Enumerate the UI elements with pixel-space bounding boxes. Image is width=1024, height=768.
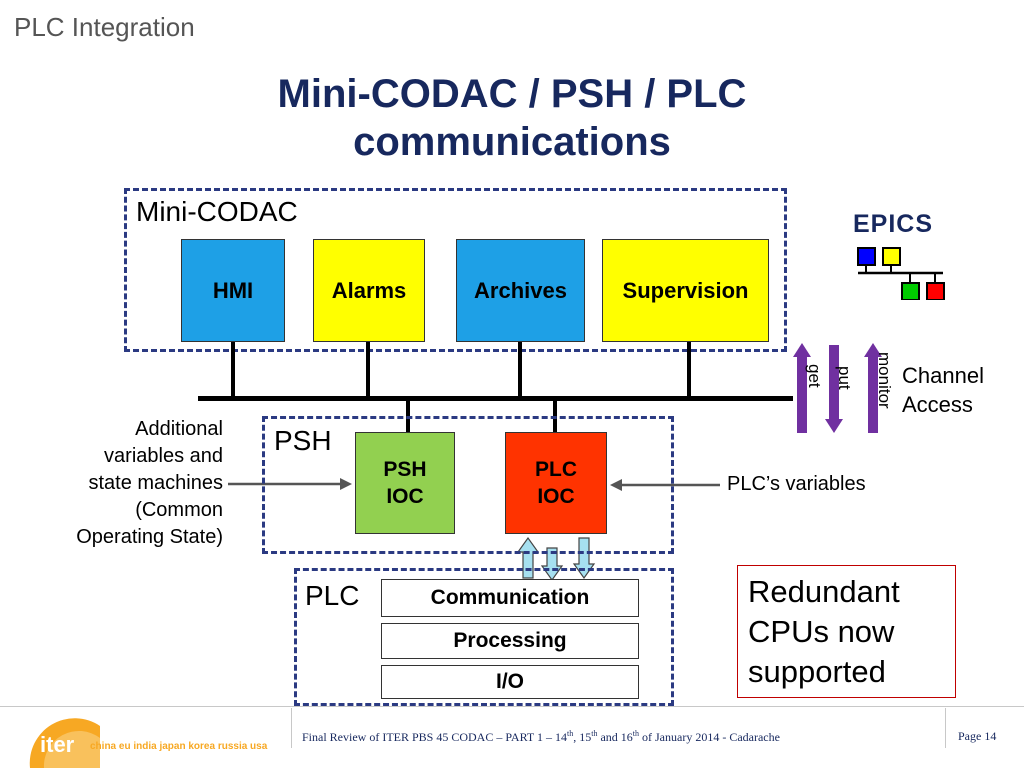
network-bus [198,396,793,401]
iter-logo-text: iter [40,732,75,757]
footer-sup-2: th [591,729,598,738]
additional-line-3: state machines [88,472,223,494]
hmi-module: HMI [181,239,285,342]
psh-ioc-line1: PSH [383,458,427,481]
plc-ioc-line2: IOC [537,485,575,508]
plc-label: PLC [305,580,360,611]
plc-ioc-line1: PLC [535,458,577,481]
processing-layer: Processing [381,623,639,659]
header-title: PLC Integration [14,12,195,42]
io-layer: I/O [381,665,639,699]
alarms-connector [366,342,370,398]
plc-box [294,568,674,706]
plc-variables-note: PLC’s variables [727,473,866,495]
footer-text: Final Review of ITER PBS 45 CODAC – PART… [302,729,780,745]
mini-codac-label: Mini-CODAC [136,196,298,227]
footer-sup-3: th [632,729,640,738]
footer-separator-left [291,708,292,748]
get-label: get [805,364,824,388]
additional-line-2: variables and [104,445,223,467]
archives-connector [518,342,522,398]
supervision-connector [687,342,691,398]
mini-codac-box [124,188,787,352]
slide-title-line1: Mini-CODAC / PSH / PLC [277,72,747,116]
hmi-connector [231,342,235,398]
additional-line-5: Operating State) [76,526,223,548]
footer-text-main: Final Review of ITER PBS 45 CODAC – PART… [302,730,567,744]
additional-arrow-head [340,478,352,490]
plc-ioc-module: PLC IOC [505,432,607,534]
psh-label: PSH [274,425,332,456]
put-label: put [835,366,854,390]
psh-box [262,416,674,554]
monitor-label: monitor [875,352,894,409]
psh-ioc-module: PSH IOC [355,432,455,534]
monitor-arrow-head [864,343,882,357]
iter-logo-icon [29,718,100,768]
communication-layer: Communication [381,579,639,617]
archives-module: Archives [456,239,585,342]
redundant-line-1: Redundant [748,574,900,609]
iter-partners-text: china eu india japan korea russia usa [90,741,268,752]
epics-green-square [901,282,920,300]
get-arrow-shaft [797,357,807,433]
psh-ioc-line2: IOC [386,485,424,508]
footer-divider [0,706,1024,707]
slide-title-line2: communications [353,120,671,164]
put-arrow-head [825,419,843,433]
channel-access-line1: Channel [902,363,984,388]
footer-sup-1: th [566,729,574,738]
footer-text-sep2: and 16 [597,730,633,744]
epics-logo-icon [857,247,945,300]
redundant-line-3: supported [748,654,886,689]
footer-separator-right [945,708,946,748]
additional-variables-note: Additional variables and state machines … [20,416,223,551]
alarms-module: Alarms [313,239,425,342]
slide-title: Mini-CODAC / PSH / PLC communications [0,70,1024,166]
get-arrow-head [793,343,811,357]
redundant-cpus-note: Redundant CPUs now supported [737,565,956,698]
iter-logo: iter china eu india japan korea russia u… [10,708,290,768]
epics-label: EPICS [853,210,934,238]
channel-access-line2: Access [902,392,973,417]
page-number: Page 14 [958,729,997,743]
footer-text-sep1: , 15 [573,730,592,744]
supervision-module: Supervision [602,239,769,342]
plc-variables-arrow-head [610,479,622,491]
additional-line-4: (Common [135,499,223,521]
channel-access-label: Channel Access [902,361,984,419]
additional-line-1: Additional [135,418,223,440]
redundant-line-2: CPUs now [748,614,895,649]
footer-text-end: of January 2014 - Cadarache [639,730,780,744]
put-arrow-shaft [829,345,839,419]
epics-red-square [926,282,945,300]
monitor-arrow-shaft [868,357,878,433]
